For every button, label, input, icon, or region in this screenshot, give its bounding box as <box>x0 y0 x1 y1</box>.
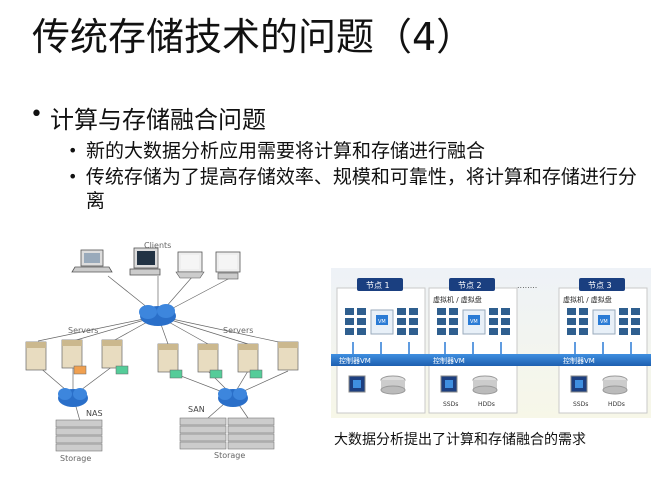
node-2-tab <box>449 278 495 291</box>
ssd-chip-icon <box>440 375 458 393</box>
server-icon <box>197 343 223 379</box>
ellipsis: ........ <box>517 281 537 290</box>
monitor-icon <box>215 251 241 280</box>
svg-text:VM: VM <box>600 319 608 325</box>
diagram-caption: 大数据分析提出了计算和存储融合的需求 <box>334 432 586 448</box>
laptop-icon <box>71 249 113 273</box>
servers-left-label: Servers <box>68 326 98 335</box>
svg-text:VM: VM <box>378 319 386 325</box>
nas-label: NAS <box>86 409 103 418</box>
bullet-dot: • <box>68 141 78 160</box>
sub-bullet: • 传统存储为了提高存储效率、规模和可靠性，将计算和存储进行分离 <box>68 165 650 213</box>
hdd-icon <box>602 375 628 395</box>
storage-array-icon <box>227 417 275 450</box>
main-bullet: • 计算与存储融合问题 <box>30 100 650 135</box>
nas-cloud-icon <box>58 388 88 407</box>
main-bullet-text: 计算与存储融合问题 <box>50 106 266 134</box>
servers-right-label: Servers <box>223 326 253 335</box>
bullet-dot: • <box>68 167 78 186</box>
vm-cube-icon: VM <box>592 309 616 335</box>
storage-right-label: Storage <box>214 451 245 460</box>
vm-cube-icon: VM <box>462 309 486 335</box>
ssd-chip-icon <box>570 375 588 393</box>
desktop-icon <box>129 247 161 276</box>
server-icon <box>101 339 129 375</box>
ssd-chip-icon <box>348 375 366 393</box>
storage-left-label: Storage <box>60 454 91 463</box>
node-2-label: 节点 2 <box>458 281 482 290</box>
server-icon <box>157 343 183 379</box>
node-1-tab <box>357 278 403 291</box>
ssd-label: SSDs <box>443 401 458 408</box>
network-diagram: Clients Servers Servers NAS <box>25 241 299 463</box>
node-3-label: 节点 3 <box>588 281 612 290</box>
vm-disk-label: 虚拟机 / 虚拟盘 <box>433 295 482 304</box>
node-3-tab <box>579 278 625 291</box>
node-1-label: 节点 1 <box>366 281 390 290</box>
hdd-icon <box>380 375 406 395</box>
svg-text:VM: VM <box>470 319 478 325</box>
san-cloud-icon <box>218 388 248 407</box>
hdd-icon <box>472 375 498 395</box>
converged-architecture-diagram: 节点 1 节点 2 节点 3 ........ 虚拟机 / 虚拟盘 虚拟机 / … <box>331 268 651 418</box>
controller-bar <box>331 354 651 366</box>
clients-label: Clients <box>144 241 171 250</box>
slide-title: 传统存储技术的问题（4） <box>32 15 475 59</box>
network-cloud-icon <box>139 304 176 326</box>
ssd-label: SSDs <box>573 401 588 408</box>
sub-bullet-text: 新的大数据分析应用需要将计算和存储进行融合 <box>86 140 486 162</box>
vm-cube-icon: VM <box>370 309 394 335</box>
storage-array-icon <box>55 419 103 452</box>
bullet-list: • 计算与存储融合问题 • 新的大数据分析应用需要将计算和存储进行融合 • 传统… <box>30 100 650 213</box>
controller-label: 控制器VM <box>339 356 371 365</box>
server-icon <box>277 341 299 371</box>
san-label: SAN <box>188 405 205 414</box>
controller-label: 控制器VM <box>433 356 465 365</box>
storage-array-icon <box>179 417 227 450</box>
sub-bullet: • 新的大数据分析应用需要将计算和存储进行融合 <box>68 139 650 163</box>
sub-bullet-text: 传统存储为了提高存储效率、规模和可靠性，将计算和存储进行分离 <box>85 166 637 212</box>
bullet-dot: • <box>30 102 43 127</box>
server-icon <box>61 339 87 375</box>
controller-label: 控制器VM <box>563 356 595 365</box>
server-icon <box>237 343 263 379</box>
hdd-label: HDDs <box>478 401 495 408</box>
server-icon <box>25 341 47 371</box>
sub-bullet-list: • 新的大数据分析应用需要将计算和存储进行融合 • 传统存储为了提高存储效率、规… <box>68 139 650 213</box>
hdd-label: HDDs <box>608 401 625 408</box>
monitor-icon <box>175 251 205 279</box>
vm-disk-label: 虚拟机 / 虚拟盘 <box>563 295 612 304</box>
